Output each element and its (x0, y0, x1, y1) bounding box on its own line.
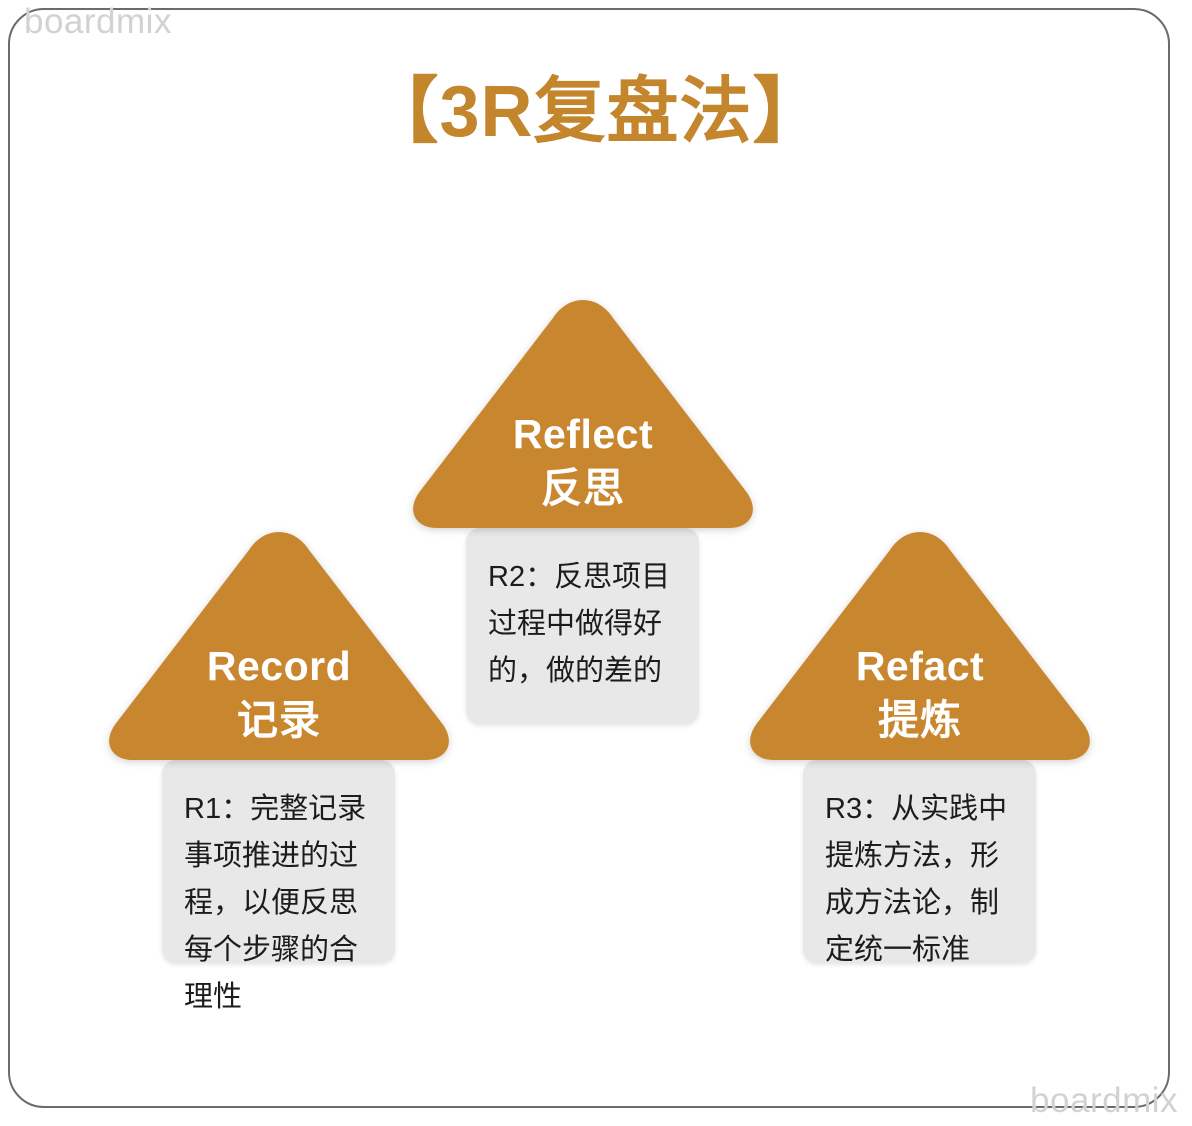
arrow-head-refact (750, 532, 1090, 760)
desc-panel-refact: R3：从实践中提炼方法，形成方法论，制定统一标准 (803, 760, 1036, 966)
watermark-bottom-right: boardmix (1030, 1081, 1178, 1120)
arrow-head-record (109, 532, 449, 760)
arrow-head-reflect (413, 300, 753, 528)
desc-panel-record: R1：完整记录事项推进的过程，以便反思每个步骤的合理性 (162, 760, 395, 1013)
page-title: 【3R复盘法】 (366, 72, 826, 152)
watermark-top-left: boardmix (24, 2, 172, 41)
desc-panel-reflect: R2：反思项目过程中做得好的，做的差的 (466, 528, 699, 724)
